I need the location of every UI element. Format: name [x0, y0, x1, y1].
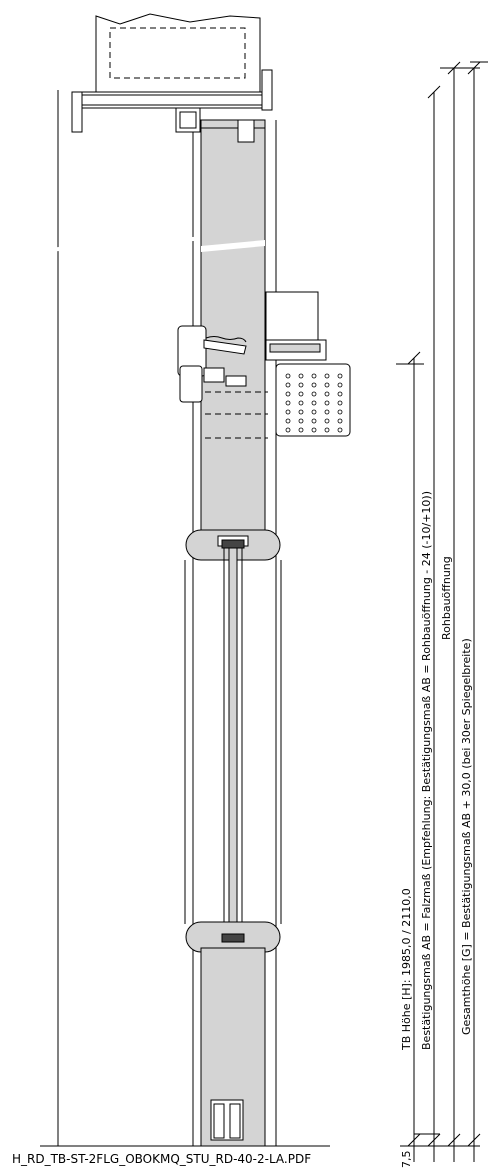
closer-dot	[337, 382, 343, 388]
closer-dot	[311, 418, 317, 424]
glass-pane	[184, 547, 282, 925]
closer-dot	[285, 409, 291, 415]
closer-dot	[298, 391, 304, 397]
closer-dot	[285, 391, 291, 397]
door-leaf-lower	[200, 947, 266, 1147]
closer-dot	[298, 427, 304, 433]
gesamthoehe-label: Gesamthöhe [G] = Bestätigungsmaß AB + 30…	[460, 638, 473, 1035]
closer-dot	[311, 427, 317, 433]
closer-dot	[337, 418, 343, 424]
closer-dot-grid	[285, 373, 343, 433]
closer-dot	[324, 418, 330, 424]
closer-dot	[285, 418, 291, 424]
leaf-dashed-lines	[205, 391, 268, 439]
closer-dot	[324, 382, 330, 388]
closer-dot	[298, 418, 304, 424]
closer-dot	[324, 391, 330, 397]
closer-dot	[285, 382, 291, 388]
closer-dot	[337, 427, 343, 433]
closer-dot	[337, 400, 343, 406]
bestaetigungsmass-label: Bestätigungsmaß AB = Falzmaß (Empfehlung…	[420, 491, 433, 1050]
closer-dot	[298, 373, 304, 379]
closer-dot	[298, 409, 304, 415]
closer-dot	[337, 409, 343, 415]
wall-outline	[40, 90, 330, 1147]
closer-dot	[285, 373, 291, 379]
tb-hoehe-label: TB Höhe [H]: 1985,0 / 2110,0	[400, 888, 413, 1051]
door-closer	[265, 291, 351, 437]
closer-dot	[298, 400, 304, 406]
closer-dot	[285, 400, 291, 406]
closer-dot	[285, 427, 291, 433]
frame-profile-top	[71, 69, 273, 133]
dimension-lines	[396, 61, 488, 1162]
closer-dot	[324, 373, 330, 379]
closer-dot	[311, 409, 317, 415]
closer-dot	[311, 391, 317, 397]
closer-dot	[311, 382, 317, 388]
closer-dot	[337, 391, 343, 397]
closer-dot	[311, 400, 317, 406]
door-leaf-upper	[200, 119, 266, 535]
rohbauoeffnung-label: Rohbauöffnung	[440, 556, 453, 640]
lintel-block	[95, 13, 261, 93]
screw-bracket	[177, 325, 247, 403]
closer-dot	[311, 373, 317, 379]
closer-dot	[324, 409, 330, 415]
closer-dot	[298, 382, 304, 388]
closer-dot	[324, 400, 330, 406]
closer-dot	[324, 427, 330, 433]
closer-dot	[337, 373, 343, 379]
bottom-offset-label: 7,5	[400, 1151, 413, 1169]
file-name: H_RD_TB-ST-2FLG_OBOKMQ_STU_RD-40-2-LA.PD…	[12, 1152, 312, 1166]
